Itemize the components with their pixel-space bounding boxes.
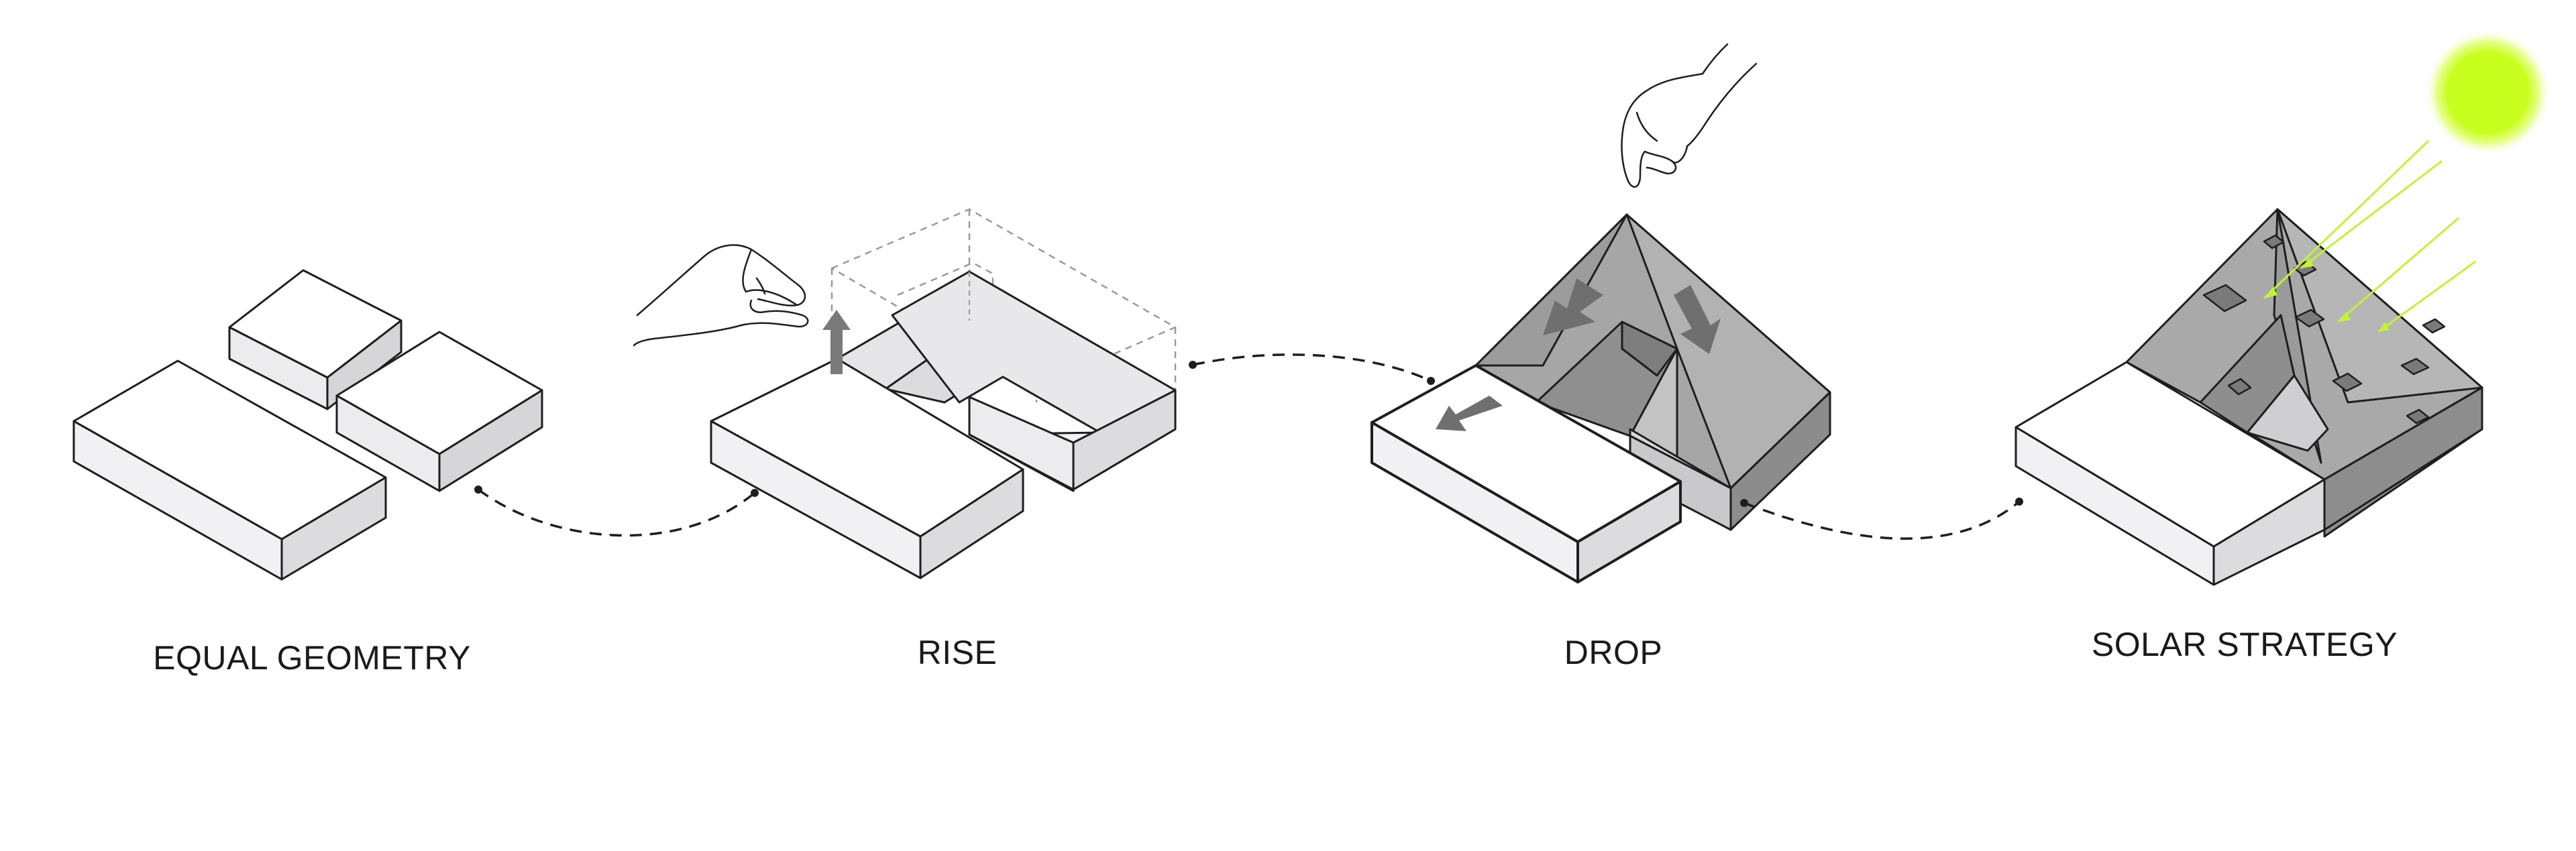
hand-icon	[1621, 43, 1758, 188]
stage-drop	[1371, 43, 1831, 583]
ray-arrowheads	[2264, 258, 2390, 332]
arrow-up-icon	[822, 310, 851, 374]
stage-solar-strategy	[2015, 29, 2551, 586]
stage-rise	[633, 208, 1177, 579]
connector-dot	[1740, 499, 1748, 507]
arrow-down-icon	[1436, 278, 1721, 431]
stage-equal-geometry	[72, 269, 543, 581]
base-bar	[710, 357, 1024, 579]
connector-curve-3	[1743, 500, 2021, 540]
small-block-front	[335, 331, 543, 492]
long-block	[72, 359, 387, 581]
sun-icon	[2424, 29, 2551, 156]
caption-solar-strategy: SOLAR STRATEGY	[2091, 626, 2398, 663]
caption-equal-geometry: EQUAL GEOMETRY	[153, 639, 471, 677]
sun-rays	[2263, 139, 2476, 333]
caption-rise: RISE	[917, 634, 998, 671]
hand-icon	[633, 244, 809, 347]
right-wing	[968, 389, 1177, 492]
connector-curve-2	[1192, 353, 1432, 382]
caption-drop: DROP	[1564, 634, 1663, 671]
connector-dot	[751, 489, 759, 497]
skylight	[2202, 234, 2446, 424]
raised-roof	[891, 270, 1177, 434]
base-bar-solar	[2015, 361, 2483, 586]
connector-dot	[1427, 377, 1435, 385]
connector-curve-1	[477, 488, 756, 537]
connector-dot	[2015, 498, 2023, 506]
small-block-back	[228, 269, 402, 410]
connector-dot	[474, 486, 482, 494]
connector-dot	[1189, 361, 1197, 369]
